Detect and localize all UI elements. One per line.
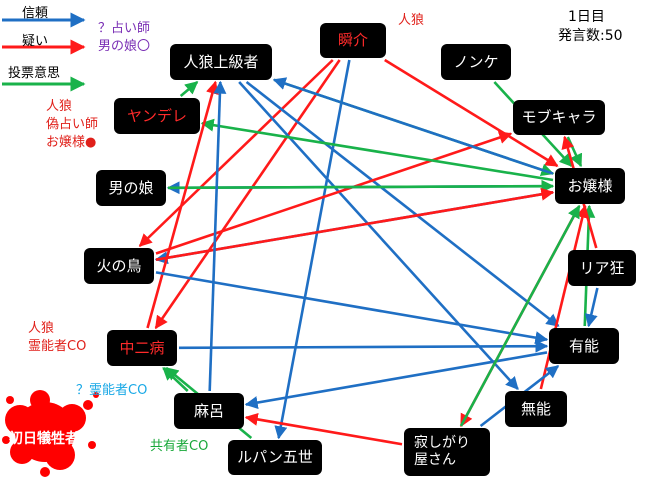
reinou-co-question-note: ？霊能者CO <box>76 383 148 398</box>
otokonoko-co-note: ？占い師 男の娘〇 <box>98 20 150 56</box>
node-lupin[interactable]: ルパン五世 <box>228 440 322 475</box>
node-asaro[interactable]: 麻呂 <box>174 393 244 429</box>
yandere-role-note-line-3: お嬢様● <box>46 135 97 150</box>
edge-suspect-kaisuke-to-hinotori <box>138 59 334 247</box>
blood-splatter-icon <box>2 390 99 477</box>
edge-vote-otokonoko-to-ojousama <box>167 179 555 193</box>
node-ojousama[interactable]: お嬢様 <box>555 168 625 204</box>
edge-trust-hinotori-to-yuunou <box>155 271 549 345</box>
node-yandere[interactable]: ヤンデレ <box>114 98 200 134</box>
node-munou[interactable]: 無能 <box>505 391 567 427</box>
edge-trust-chuunibyou-to-yuunou <box>178 339 549 353</box>
yandere-role-note-line-1: 人狼 <box>46 99 73 114</box>
chuunibyou-role-note: 人狼 霊能者CO <box>28 320 86 356</box>
node-hinotori[interactable]: 火の鳥 <box>84 248 154 284</box>
node-kaisuke[interactable]: 瞬介 <box>320 23 386 58</box>
edge-trust-jinro_joukyuu-to-munou <box>238 81 519 390</box>
edge-suspect-kaisuke-to-chuunibyou <box>154 59 341 330</box>
edge-vote-yandere-to-jinro_joukyuu <box>179 81 199 97</box>
first-day-victim-label: 初日犠牲者 <box>9 431 79 447</box>
kaisuke-role-note: 人狼 <box>398 13 425 28</box>
edge-suspect-munou-to-ojousama <box>539 204 589 390</box>
edge-vote-ojousama-to-yandere <box>200 118 554 182</box>
node-nonke[interactable]: ノンケ <box>441 44 511 80</box>
otokonoko-co-note-line-2: 男の娘〇 <box>98 39 151 54</box>
edge-vote-asaro-to-chuunibyou <box>162 367 189 392</box>
edge-suspect-kaisuke-to-ojousama <box>384 58 559 168</box>
edge-trust-riajuu-to-yuunou <box>584 287 599 328</box>
edge-vote-sabishigari-to-ojousama <box>459 204 581 427</box>
edge-trust-ojousama-to-jinro_joukyuu <box>272 77 554 175</box>
edge-trust-yuunou-to-asaro <box>244 351 548 409</box>
yandere-role-note: 人狼 偽占い師 お嬢様● <box>46 98 98 152</box>
otokonoko-co-note-line-1: ？占い師 <box>98 21 151 36</box>
edge-suspect-chuunibyou-to-jinro_joukyuu <box>146 80 219 329</box>
post-count-label: 発言数:50 <box>558 28 623 44</box>
edge-trust-jinro_joukyuu-to-yuunou <box>245 80 560 328</box>
node-mobukyara[interactable]: モブキャラ <box>513 100 605 135</box>
kyouyuu-co-note: 共有者CO <box>150 439 209 454</box>
node-otokonoko[interactable]: 男の娘 <box>96 170 166 206</box>
edge-suspect-sabishigari-to-asaro <box>244 412 403 446</box>
legend-suspect-label: 疑い <box>22 34 49 49</box>
node-sabishigari[interactable]: 寂しがり 屋さん <box>404 428 490 476</box>
node-riajuu[interactable]: リア狂 <box>568 250 636 286</box>
legend-vote-label: 投票意思 <box>8 66 61 81</box>
node-yuunou[interactable]: 有能 <box>549 328 619 364</box>
chuunibyou-role-note-line-1: 人狼 <box>28 321 55 336</box>
edge-suspect-hinotori-to-ojousama <box>155 187 555 261</box>
chuunibyou-role-note-line-2: 霊能者CO <box>28 339 87 354</box>
yandere-role-note-line-2: 偽占い師 <box>46 117 99 132</box>
node-jinro-joukyuu[interactable]: 人狼上級者 <box>170 44 272 80</box>
legend-trust-label: 信頼 <box>22 6 49 21</box>
day-label: 1日目 <box>568 9 605 25</box>
node-chuunibyou[interactable]: 中二病 <box>107 330 177 366</box>
edge-trust-kaisuke-to-lupin <box>274 59 351 440</box>
edge-trust-asaro-to-jinro_joukyuu <box>208 80 227 392</box>
